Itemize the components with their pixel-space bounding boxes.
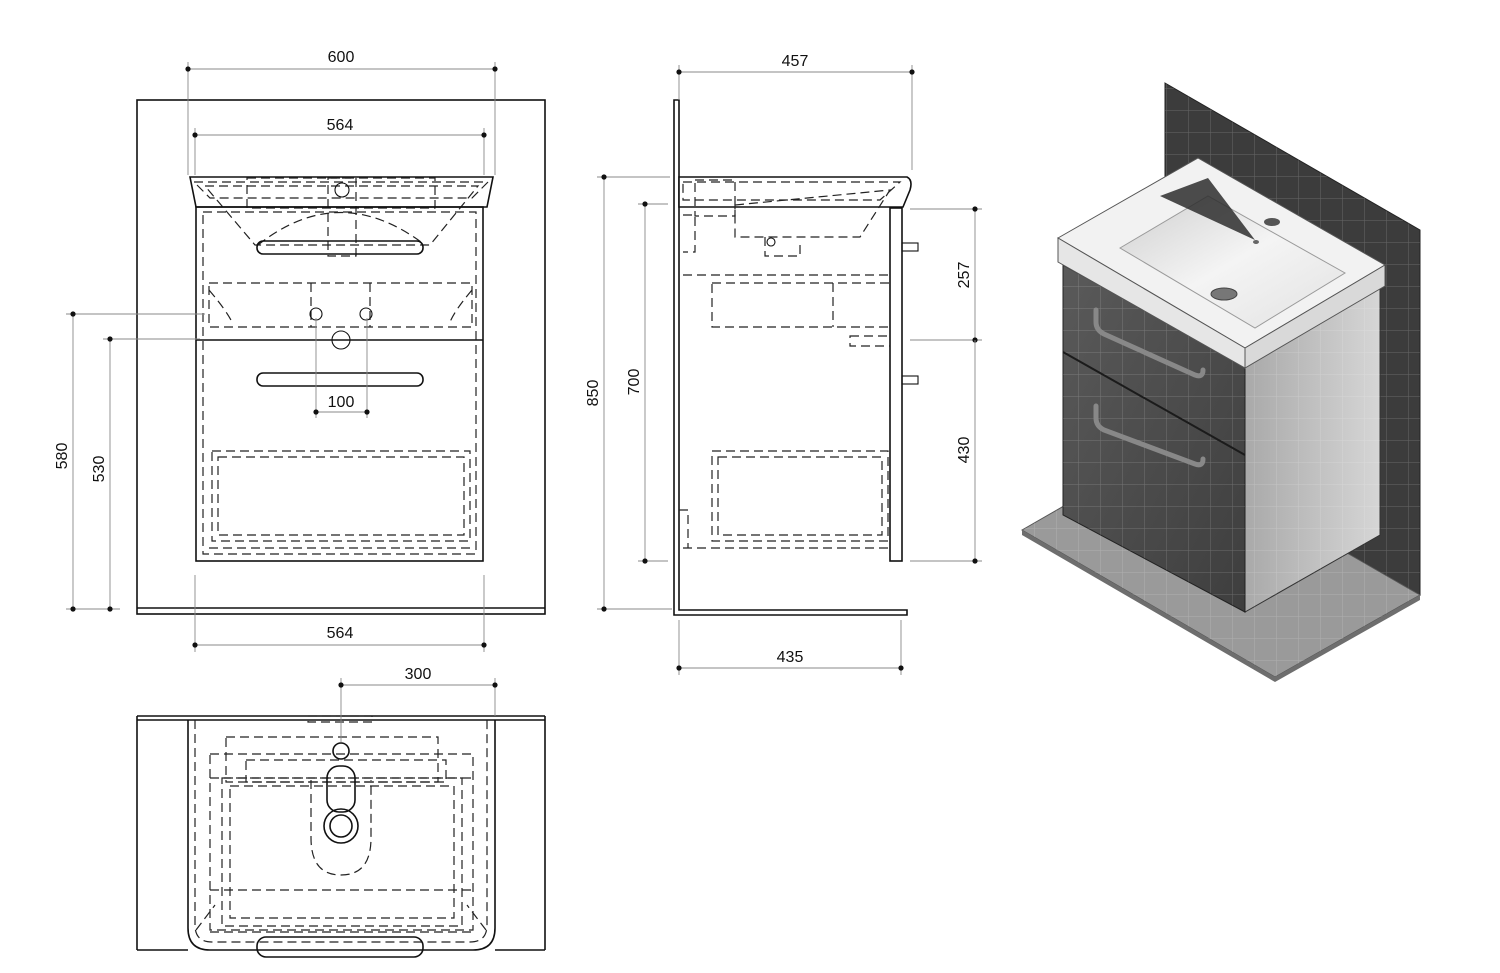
svg-text:850: 850 bbox=[585, 380, 602, 407]
front-drain-circle bbox=[331, 330, 351, 350]
side-dimension-700: 700 bbox=[626, 201, 668, 564]
front-siphon bbox=[327, 177, 357, 257]
side-dimension-430: 430 bbox=[910, 340, 982, 564]
side-basin-bowl bbox=[734, 189, 892, 238]
top-cabinet-outline bbox=[209, 753, 474, 931]
front-upper-handle bbox=[256, 240, 424, 255]
front-dimension-564-bottom: 564 bbox=[192, 575, 487, 652]
side-lower-handle bbox=[901, 375, 919, 385]
svg-text:700: 700 bbox=[626, 369, 643, 396]
top-dimension-300: 300 bbox=[338, 666, 498, 742]
front-view: 600 564 564 100 580 bbox=[54, 49, 546, 652]
front-dimension-564-top: 564 bbox=[192, 117, 487, 175]
top-bowl-outline bbox=[310, 780, 372, 876]
svg-text:564: 564 bbox=[327, 625, 354, 642]
svg-text:600: 600 bbox=[328, 49, 355, 66]
svg-text:430: 430 bbox=[956, 437, 973, 464]
front-basin-bowl bbox=[203, 185, 480, 246]
top-basin-outline bbox=[187, 720, 496, 951]
svg-text:457: 457 bbox=[782, 53, 809, 70]
front-dimension-530: 530 bbox=[91, 336, 200, 612]
front-lower-drawer-box bbox=[211, 450, 471, 542]
side-upper-handle bbox=[901, 242, 919, 252]
front-lower-handle bbox=[256, 372, 424, 387]
side-dimension-257: 257 bbox=[910, 206, 982, 343]
front-tap-hole bbox=[334, 182, 350, 198]
front-dimension-580: 580 bbox=[54, 311, 205, 612]
render-lower-handle bbox=[1093, 403, 1206, 468]
svg-text:300: 300 bbox=[405, 666, 432, 683]
front-dimension-600: 600 bbox=[185, 49, 498, 175]
side-dimension-435: 435 bbox=[676, 620, 904, 675]
front-cabinet bbox=[195, 206, 484, 562]
svg-text:564: 564 bbox=[327, 117, 354, 134]
side-lower-drawer-box bbox=[711, 450, 889, 542]
svg-text:435: 435 bbox=[777, 649, 804, 666]
svg-text:530: 530 bbox=[91, 456, 108, 483]
top-tap-hole bbox=[332, 742, 350, 760]
top-drain-outer bbox=[323, 808, 359, 844]
front-wall-outline bbox=[136, 99, 546, 615]
front-upper-drawer-box bbox=[208, 282, 473, 328]
svg-text:257: 257 bbox=[956, 262, 973, 289]
front-dimension-100: 100 bbox=[313, 318, 370, 418]
side-dimension-850: 850 bbox=[585, 174, 672, 612]
front-basin-rim bbox=[189, 176, 494, 208]
top-overflow-slot bbox=[326, 765, 356, 813]
render-drain bbox=[1210, 287, 1238, 301]
side-dimension-457: 457 bbox=[676, 53, 915, 170]
side-cabinet-front-panel bbox=[889, 207, 903, 562]
side-view: 457 435 850 700 257 bbox=[585, 53, 982, 675]
top-handle bbox=[256, 936, 424, 958]
side-upper-drawer-box bbox=[711, 282, 891, 328]
svg-text:580: 580 bbox=[54, 443, 71, 470]
side-siphon bbox=[764, 237, 801, 257]
top-drain-inner bbox=[329, 814, 353, 838]
render-upper-handle bbox=[1093, 307, 1206, 379]
isometric-render bbox=[1020, 82, 1422, 682]
top-view: 300 bbox=[136, 666, 546, 958]
render-drawer-split bbox=[1062, 351, 1246, 456]
svg-text:100: 100 bbox=[328, 394, 355, 411]
render-basin-bowl bbox=[1119, 195, 1346, 329]
render-tap-hole bbox=[1264, 218, 1280, 226]
